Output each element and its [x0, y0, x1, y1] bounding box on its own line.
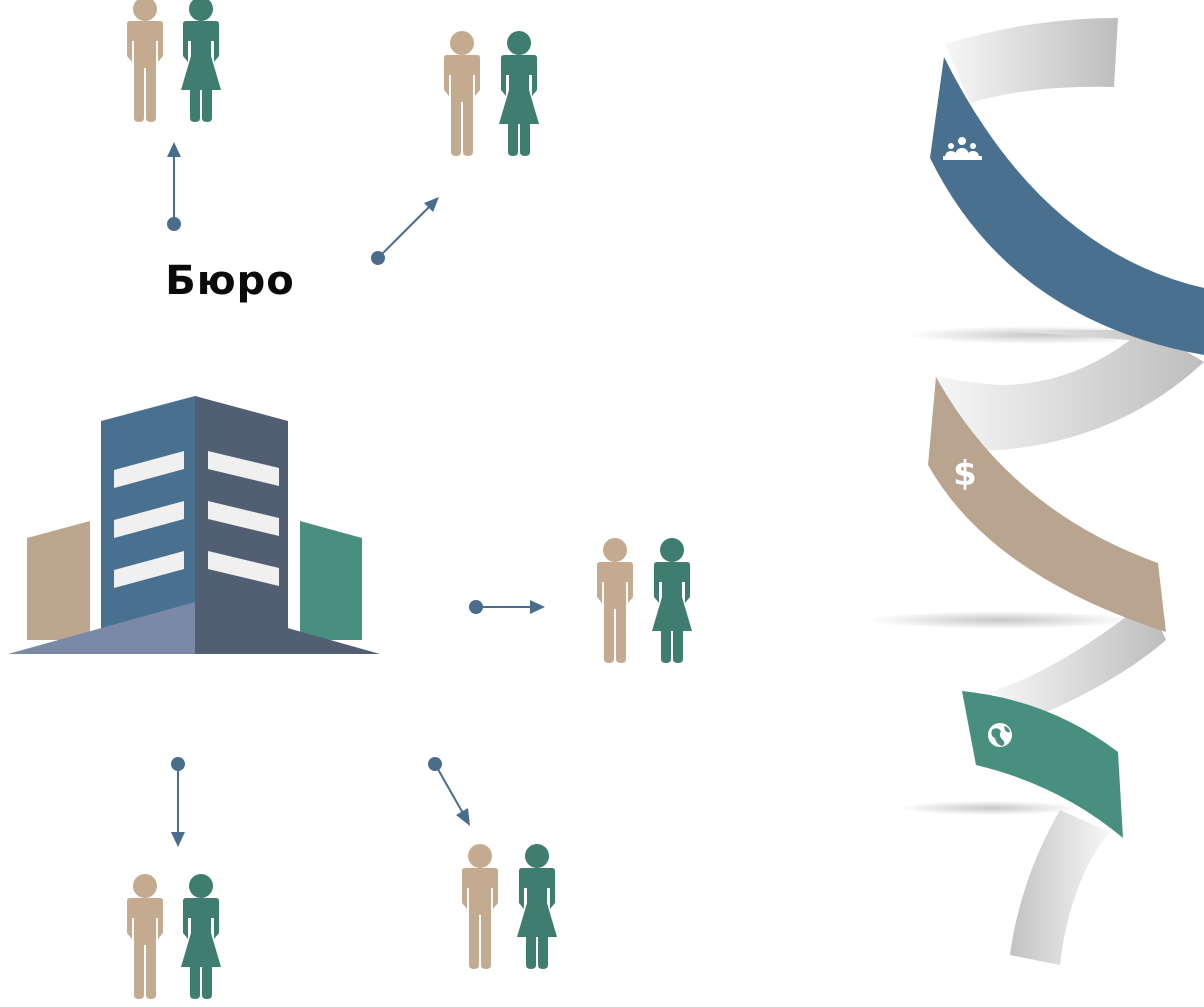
man-icon [127, 0, 163, 122]
building-title: Бюро [165, 258, 295, 304]
man-icon [444, 31, 480, 156]
connector-arrow-bottom-right [428, 757, 470, 826]
ribbon-segment-tan [928, 377, 1166, 632]
ribbon-segment-blue [930, 57, 1204, 355]
woman-icon [181, 874, 221, 999]
office-building-icon [8, 396, 380, 654]
globe-icon [988, 723, 1012, 747]
ribbon-segment-green [962, 691, 1123, 838]
connector-arrow-right [469, 600, 545, 614]
people-group-top [127, 0, 221, 122]
woman-icon [499, 31, 539, 156]
woman-icon [517, 844, 557, 969]
man-icon [127, 874, 163, 999]
woman-icon [181, 0, 221, 122]
woman-icon [652, 538, 692, 663]
team-icon [943, 137, 982, 160]
people-group-bottom [127, 874, 221, 999]
connector-arrow-top [167, 142, 181, 231]
ribbon-infographic: $ [865, 18, 1204, 965]
people-group-bottom-right [462, 844, 557, 969]
connector-arrow-top-right [371, 197, 439, 265]
people-group-right [597, 538, 692, 663]
man-icon [597, 538, 633, 663]
people-group-top-right [444, 31, 539, 156]
connector-arrow-bottom [171, 757, 185, 847]
dollar-icon: $ [953, 454, 977, 494]
man-icon [462, 844, 498, 969]
